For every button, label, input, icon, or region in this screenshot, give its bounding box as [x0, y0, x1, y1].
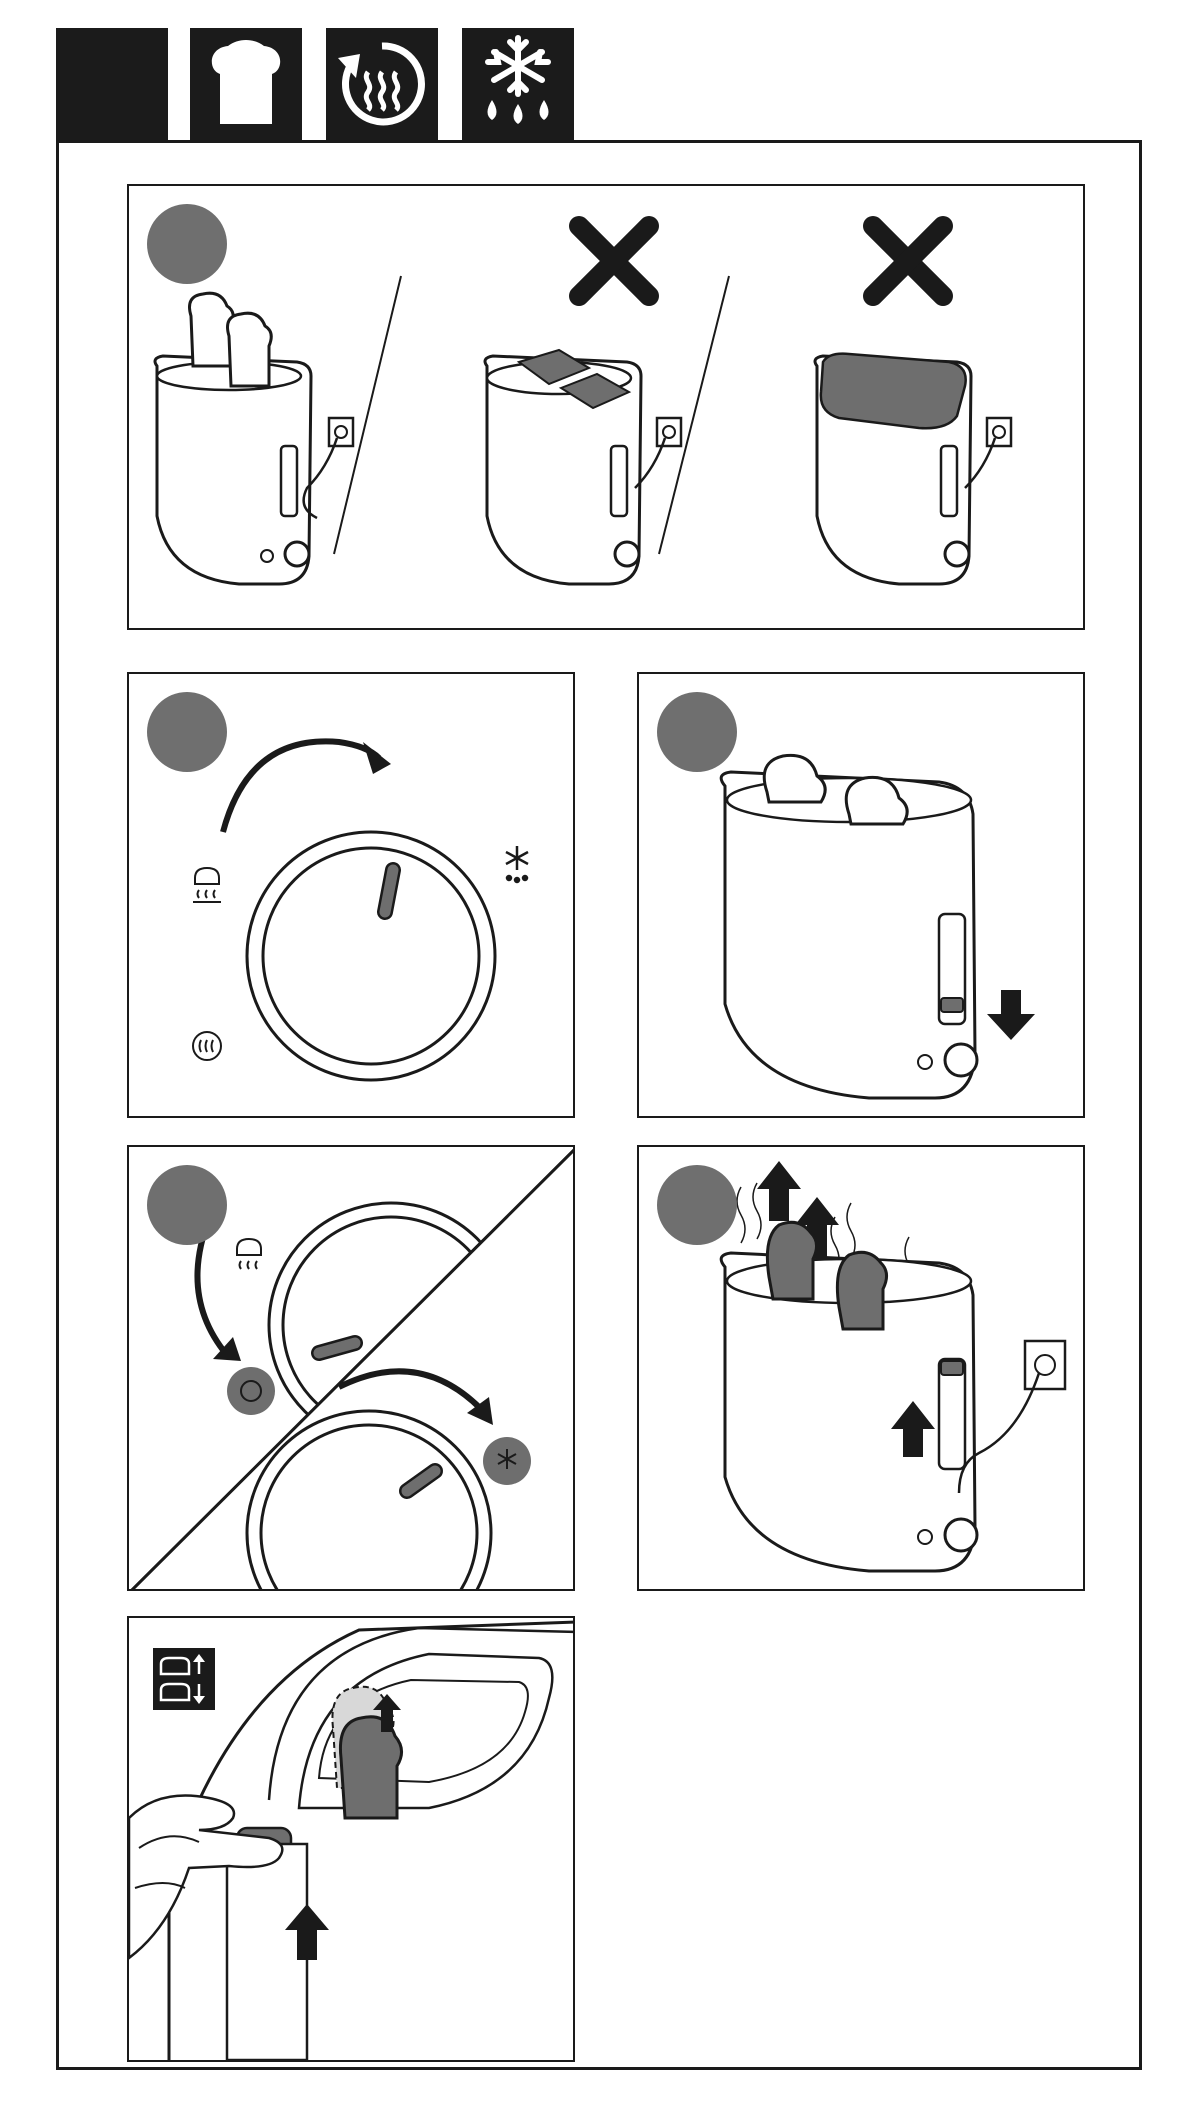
- defrost-icon: [462, 28, 574, 140]
- toaster-correct: [155, 293, 353, 584]
- panel-step-4: [127, 1145, 575, 1591]
- reheat-tab: [326, 28, 438, 140]
- toaster-wrong-food-on-top: [485, 226, 681, 584]
- arrow-up-icon: [757, 1161, 801, 1221]
- blank-tab: [56, 28, 168, 140]
- lift-function-badge: [153, 1648, 215, 1710]
- reheat-symbol-icon: [193, 1032, 221, 1060]
- toast-tab: [190, 28, 302, 140]
- panel-step-5: [637, 1145, 1085, 1591]
- panel-step-3: [637, 672, 1085, 1118]
- reheat-icon: [326, 28, 438, 140]
- step-marker-3: [657, 692, 737, 772]
- toast-symbol-icon: [237, 1239, 261, 1269]
- panel-step-6: [127, 1616, 575, 2062]
- defrost-symbol-icon: [506, 846, 528, 882]
- toast-symbol-icon: [193, 868, 221, 902]
- step-marker-4: [147, 1165, 227, 1245]
- step-marker-2: [147, 692, 227, 772]
- step-marker-5: [657, 1165, 737, 1245]
- defrost-tab: [462, 28, 574, 140]
- toaster-wrong-covered: [815, 226, 1011, 584]
- panel-step-1: [127, 184, 1085, 630]
- toaster-placement-illustration: [129, 186, 1085, 630]
- step-marker-1: [147, 204, 227, 284]
- panel-step-2: [127, 672, 575, 1118]
- reheat-marker: [227, 1367, 275, 1415]
- arrow-down-icon: [987, 990, 1035, 1040]
- lift-function-icon: [153, 1648, 215, 1710]
- bread-slice-icon: [190, 28, 302, 140]
